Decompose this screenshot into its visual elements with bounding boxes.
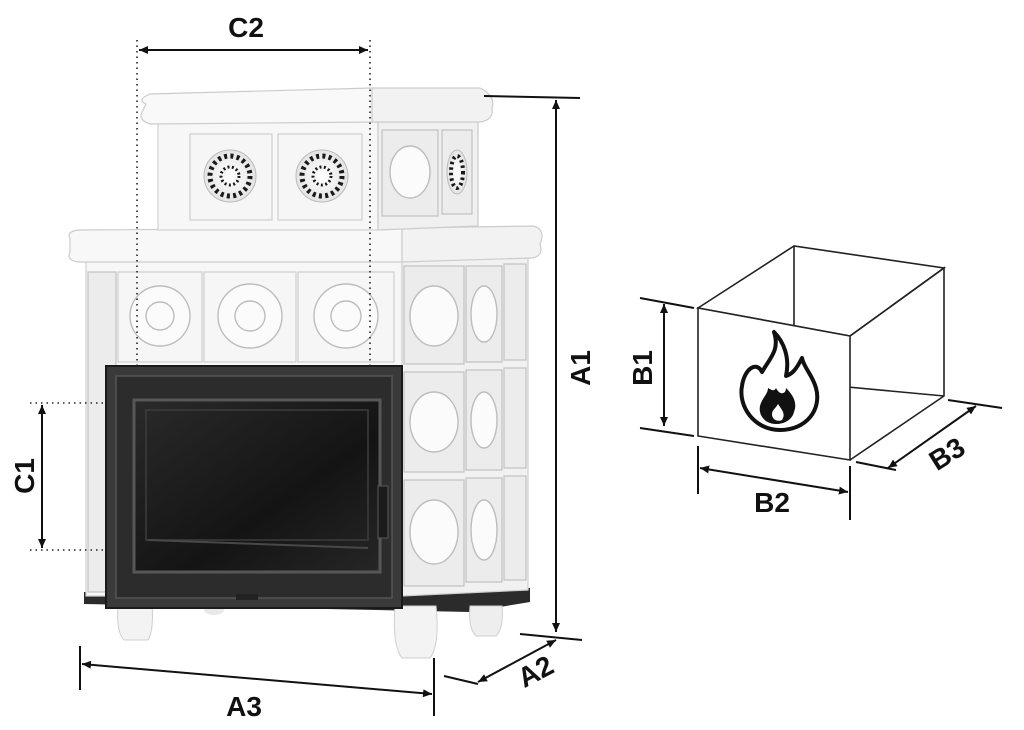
b3-guide-back	[947, 399, 1003, 409]
stove-leg-front-left	[117, 603, 153, 641]
c2-label: C2	[228, 12, 264, 43]
upper-cornice-front	[140, 87, 373, 125]
b1-guide-bottom	[639, 427, 695, 437]
firebox-door	[105, 365, 403, 609]
a2-dimension-line	[477, 639, 557, 683]
stove-leg-back-right	[469, 605, 503, 637]
a1-guide-top	[483, 95, 581, 99]
b3-guide-front	[855, 461, 897, 471]
side-tile-grid	[403, 263, 527, 587]
stove-leg-front-right	[393, 605, 438, 659]
flame-icon	[739, 330, 820, 432]
b2-label: B2	[754, 487, 790, 518]
a3-dimension-line	[81, 660, 433, 698]
door-handle	[377, 485, 389, 539]
upper-cornice-side	[371, 87, 494, 123]
lower-cornice-front	[68, 227, 403, 263]
vent-side	[446, 149, 468, 195]
c1-label: C1	[9, 458, 40, 494]
firebox-schematic: B1 B2 B3	[627, 245, 1003, 520]
stove-dimensions: C2 C1 A1 A2 A3	[9, 12, 596, 722]
b3-dimension-line	[887, 405, 977, 469]
b2-dimension-line	[699, 465, 849, 495]
lower-cornice-side	[401, 225, 543, 263]
vent-left	[203, 149, 257, 203]
vent-right	[295, 149, 349, 203]
door-latch	[236, 594, 258, 600]
a2-guide-front	[443, 675, 479, 685]
box-right-face	[849, 266, 945, 461]
a1-label: A1	[565, 350, 596, 386]
a3-label: A3	[226, 691, 262, 722]
b1-guide-top	[639, 297, 695, 309]
tiled-stove	[68, 87, 543, 659]
front-tile-row	[117, 271, 395, 363]
a2-label: A2	[512, 650, 558, 694]
upper-side-medallion	[389, 145, 431, 199]
b1-label: B1	[627, 350, 658, 386]
a1-guide-bottom	[519, 633, 583, 641]
